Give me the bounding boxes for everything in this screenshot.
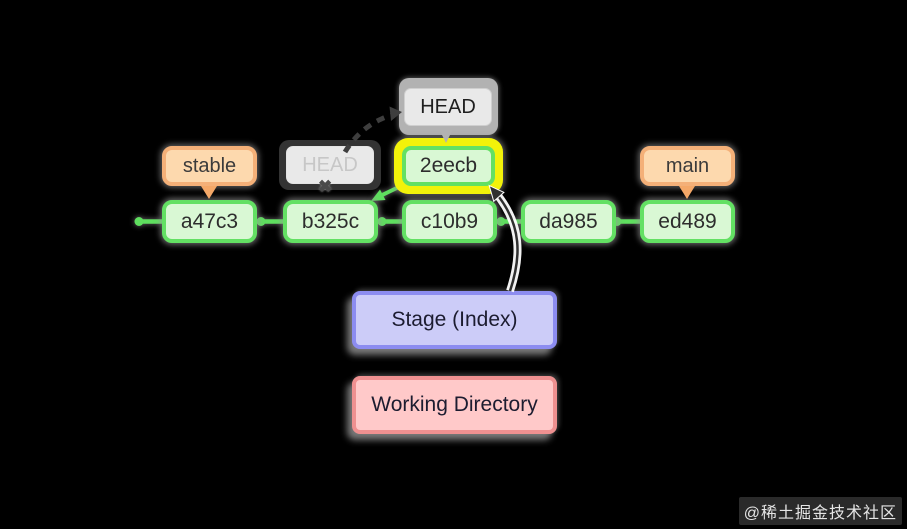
commit-node-b325c: b325c xyxy=(283,200,378,243)
working-directory-box: Working Directory xyxy=(352,376,557,434)
commit-hash: 2eecb xyxy=(419,154,478,177)
x-icon: ✖ xyxy=(318,177,333,196)
parent-arrow-ed489-da985 xyxy=(612,217,641,226)
parent-arrow-b325c-a47c3 xyxy=(256,217,284,226)
commit-node-da985: da985 xyxy=(521,200,616,243)
stable-pointer-icon xyxy=(201,186,217,199)
commit-node-c10b9: c10b9 xyxy=(402,200,497,243)
commit-node-a47c3: a47c3 xyxy=(162,200,257,243)
branch-label-main-text: main xyxy=(665,154,710,177)
commit-hash: a47c3 xyxy=(180,209,239,233)
commit-node-2eecb-highlight: 2eecb xyxy=(394,138,503,194)
commit-hash: b325c xyxy=(301,209,360,233)
parent-arrow-da985-c10b9 xyxy=(496,217,522,226)
branch-label-stable-text: stable xyxy=(182,154,237,177)
working-directory-label: Working Directory xyxy=(371,393,538,416)
stage-index-label: Stage (Index) xyxy=(391,308,518,331)
head-label: HEAD xyxy=(399,78,498,135)
commit-hash: ed489 xyxy=(658,209,717,233)
watermark: @稀土掘金技术社区 xyxy=(738,497,902,525)
branch-label-stable: stable xyxy=(162,146,257,186)
commit-node-ed489: ed489 xyxy=(640,200,735,243)
main-pointer-icon xyxy=(679,186,695,199)
commit-hash: da985 xyxy=(539,209,598,233)
parent-arrow-offscreen xyxy=(134,217,163,226)
branch-label-main: main xyxy=(640,146,735,186)
commit-hash: c10b9 xyxy=(420,209,479,233)
stage-index-box: Stage (Index) xyxy=(352,291,557,349)
commit-node-2eecb: 2eecb xyxy=(402,146,495,186)
parent-arrow-c10b9-b325c xyxy=(377,217,403,226)
head-label-text: HEAD xyxy=(404,88,492,126)
